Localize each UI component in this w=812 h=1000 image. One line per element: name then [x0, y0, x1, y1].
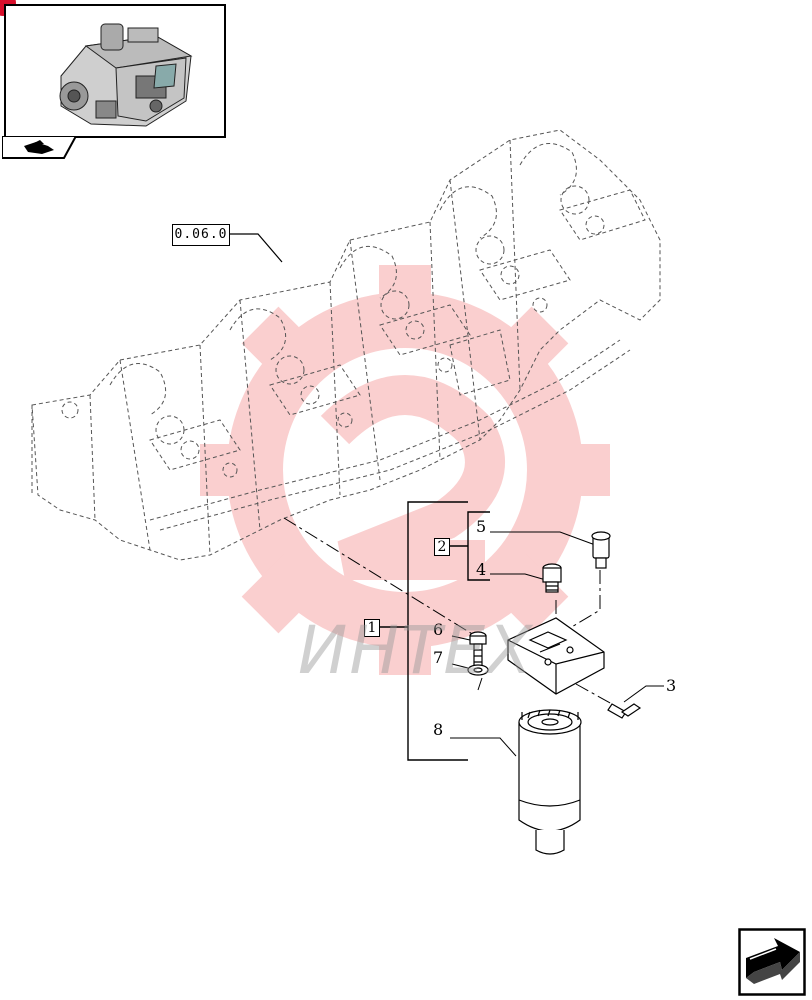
engine-thumbnail-icon — [59, 23, 193, 127]
filter-cartridge-part-8 — [518, 709, 582, 855]
callout-2-label: 2 — [434, 538, 450, 556]
callout-8-label: 8 — [433, 720, 444, 739]
next-page-button[interactable] — [738, 928, 806, 996]
engine-thumbnail[interactable] — [4, 4, 226, 138]
plug-part-5 — [591, 531, 611, 569]
callout-3-label: 3 — [666, 676, 677, 695]
callout-7-label: 7 — [433, 648, 444, 667]
callout-1-label: 1 — [364, 619, 380, 637]
callout-6-label: 6 — [433, 620, 444, 639]
thumbnail-tab[interactable] — [1, 135, 78, 160]
centerline — [283, 517, 613, 705]
watermark-text: ИНТЕХ — [298, 612, 535, 689]
callout-2-bracket — [450, 511, 490, 581]
cylinder-head-ghost — [31, 129, 661, 561]
fitting-part-4 — [542, 563, 562, 593]
callout-4-label: 4 — [476, 560, 487, 579]
bleed-screw-part-3 — [607, 703, 642, 719]
washer-part-7 — [467, 664, 489, 676]
callout-5-label: 5 — [476, 517, 487, 536]
callout-leaders — [450, 531, 664, 757]
filter-head-bracket — [507, 617, 605, 695]
hand-pointer-icon — [24, 140, 54, 154]
reference-leader — [229, 233, 283, 263]
reference-label[interactable]: 0.06.0 — [172, 224, 230, 246]
callout-1-bracket — [378, 501, 468, 761]
next-page-arrow-icon — [738, 928, 806, 996]
